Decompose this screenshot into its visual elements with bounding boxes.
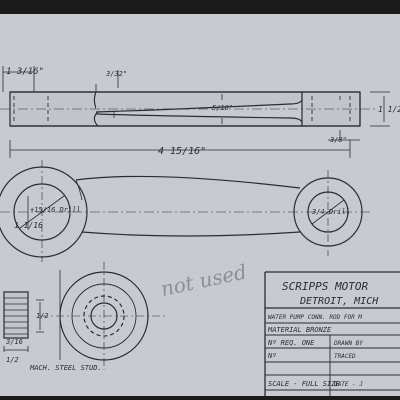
stud-bottom-label: 1/2 [6, 356, 19, 364]
title-part-name: WATER PUMP CONN. ROD FOR M [268, 314, 362, 321]
title-scale: SCALE - FULL SIZE [268, 380, 340, 388]
dim-length-label: 4 15/16" [158, 146, 206, 157]
dim-right-height-label: 1 1/2" [378, 105, 400, 114]
title-block-text: SCRIPPS MOTOR DETROIT, MICH WATER PUMP C… [267, 280, 379, 388]
title-city: DETROIT, MICH [299, 296, 379, 307]
title-block [264, 271, 400, 396]
stud-view [3, 262, 168, 370]
title-company: SCRIPPS MOTOR [282, 280, 368, 293]
title-number-required: Nº REQ. ONE [267, 339, 315, 347]
top-view [0, 66, 390, 158]
title-drawn-by: DRAWN BY [333, 340, 363, 347]
stud-height-label: 1/2 [36, 312, 49, 320]
dim-left-bore-label: 1 1/16 [14, 221, 43, 230]
title-traced: TRACED [334, 353, 356, 360]
dim-right-small-label: 3/8" [329, 136, 347, 144]
stud-caption: MACH. STEEL STUD. [29, 364, 102, 372]
dim-thickness-label: 3/32" [105, 70, 127, 78]
title-material: MATERIAL BRONZE [267, 326, 332, 334]
dim-right-drill-label: 3/4 Drill [311, 208, 350, 216]
stud-small-label: 3/16 [5, 338, 23, 346]
title-date: DATE - J [333, 381, 363, 388]
title-number: Nº [267, 352, 276, 360]
dim-left-label: 1 3/16" [6, 67, 44, 77]
pencil-annotation: not used [159, 259, 249, 301]
dim-center-label: 5/16" [212, 104, 233, 112]
top-view-text: 1 3/16" 3/32" 5/16" 1 1/2" 3/8" 4 15/16" [6, 67, 400, 157]
dim-left-drill-label: +15/16 Drill [30, 206, 81, 214]
main-view-text: +15/16 Drill 1 1/16 3/4 Drill [14, 206, 350, 230]
main-view [0, 160, 372, 262]
stud-view-text: 1/2 3/16 1/2 MACH. STEEL STUD. [5, 312, 102, 372]
